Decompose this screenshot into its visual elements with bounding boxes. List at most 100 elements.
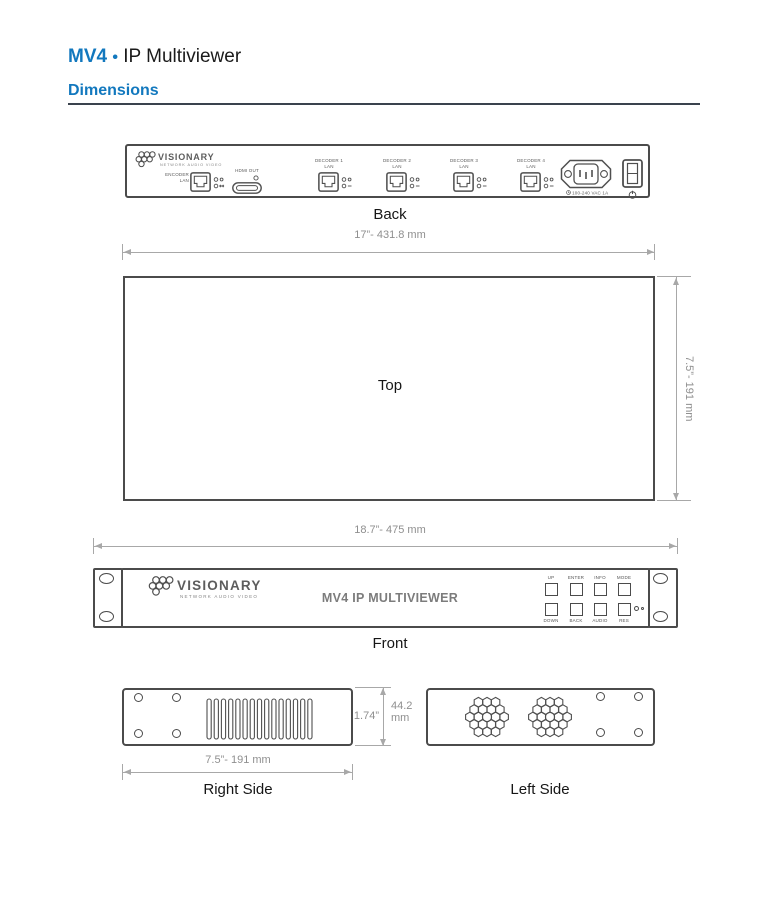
decoder4-label: DECODER 4 LAN bbox=[516, 158, 546, 169]
button-label-back: BACK bbox=[569, 618, 583, 623]
product-name: MV4 bbox=[68, 46, 108, 67]
button-label-mode: MODE bbox=[616, 575, 632, 580]
decoder1-label: DECODER 1 LAN bbox=[314, 158, 344, 169]
right-side-panel-drawing bbox=[122, 688, 353, 746]
button-label-up: UP bbox=[547, 575, 555, 580]
encoder-lan-label: ENCODER LAN bbox=[165, 172, 189, 183]
dimension-side-depth-text: 7.5”- 191 mm bbox=[205, 754, 271, 766]
dimension-arrow bbox=[673, 493, 679, 500]
dimension-arrow bbox=[673, 278, 679, 285]
visionary-logo-icon bbox=[148, 576, 174, 596]
dimension-line bbox=[676, 277, 677, 500]
audio-button bbox=[594, 603, 607, 616]
page-title: MV4 • IP Multiviewer bbox=[68, 46, 241, 68]
dimension-tick bbox=[352, 764, 353, 780]
visionary-logo-icon bbox=[135, 151, 156, 168]
decoder4-led-icons bbox=[543, 177, 554, 189]
mode-button bbox=[618, 583, 631, 596]
back-view-label: Back bbox=[373, 206, 407, 223]
button-label-enter: ENTER bbox=[567, 575, 585, 580]
dimension-height-in-text: 1.74” bbox=[353, 710, 379, 722]
power-rating-label: 100-240 VAC 1A bbox=[557, 190, 617, 196]
power-switch-icon bbox=[622, 159, 643, 188]
button-label-info: INFO bbox=[594, 575, 606, 580]
dimension-height-mm-text: 44.2 mm bbox=[391, 700, 413, 724]
encoder-led-icons bbox=[213, 177, 225, 189]
button-label-down: DOWN bbox=[543, 618, 559, 623]
top-view-label: Top bbox=[377, 377, 403, 394]
down-button bbox=[545, 603, 558, 616]
decoder3-rj45-port-icon bbox=[453, 172, 474, 192]
dimension-tick bbox=[654, 244, 655, 260]
dimension-line bbox=[123, 252, 654, 253]
back-panel-drawing: VISIONARY NETWORK AUDIO VIDEO ENCODER LA… bbox=[125, 144, 650, 199]
decoder2-label: DECODER 2 LAN bbox=[382, 158, 412, 169]
section-title: Dimensions bbox=[68, 82, 159, 99]
dimension-line bbox=[383, 688, 384, 746]
back-button bbox=[570, 603, 583, 616]
screw-hole bbox=[172, 729, 181, 738]
hdmi-connector-icon bbox=[232, 182, 262, 194]
decoder1-led-icons bbox=[341, 177, 352, 189]
dimension-tick bbox=[677, 538, 678, 554]
top-panel-drawing bbox=[123, 276, 655, 501]
screw-hole bbox=[172, 693, 181, 702]
dimension-line bbox=[123, 772, 352, 773]
front-panel-drawing bbox=[121, 568, 650, 628]
dimension-arrow bbox=[647, 249, 654, 255]
rack-ear-hole bbox=[99, 573, 114, 584]
title-bullet: • bbox=[112, 49, 118, 66]
dimension-arrow bbox=[124, 769, 131, 775]
screw-hole bbox=[596, 728, 605, 737]
dimension-tick bbox=[355, 745, 391, 746]
decoder2-rj45-port-icon bbox=[386, 172, 407, 192]
screw-hole bbox=[634, 692, 643, 701]
dimension-depth-text: 7.5”- 191 mm bbox=[683, 355, 695, 422]
brand-wordmark: VISIONARY bbox=[177, 578, 262, 593]
res-button bbox=[618, 603, 631, 616]
honeycomb-vent-icon bbox=[465, 696, 572, 738]
hdmi-out-label: HDMI OUT bbox=[235, 168, 259, 173]
screw-hole bbox=[634, 728, 643, 737]
decoder3-label: DECODER 3 LAN bbox=[449, 158, 479, 169]
section-divider bbox=[68, 103, 700, 105]
power-symbol-icon bbox=[628, 190, 637, 199]
dimension-arrow bbox=[669, 543, 676, 549]
rack-ear-hole bbox=[653, 573, 668, 584]
decoder4-rj45-port-icon bbox=[520, 172, 541, 192]
encoder-rj45-port-icon bbox=[190, 172, 211, 192]
dimension-front-width-text: 18.7”- 475 mm bbox=[354, 524, 426, 536]
front-led-icon bbox=[634, 606, 639, 611]
product-subtitle: IP Multiviewer bbox=[123, 46, 242, 67]
dimension-back-width-text: 17”- 431.8 mm bbox=[354, 229, 426, 241]
up-button bbox=[545, 583, 558, 596]
screw-hole bbox=[596, 692, 605, 701]
rack-ear-hole bbox=[99, 611, 114, 622]
power-rating-cert-icon bbox=[565, 190, 571, 195]
decoder1-rj45-port-icon bbox=[318, 172, 339, 192]
front-view-label: Front bbox=[372, 635, 408, 652]
dimension-tick bbox=[657, 276, 691, 277]
vent-slots-icon bbox=[206, 698, 313, 740]
enter-button bbox=[570, 583, 583, 596]
hdmi-led-icon bbox=[253, 175, 259, 181]
screw-hole bbox=[134, 693, 143, 702]
screw-hole bbox=[134, 729, 143, 738]
dimension-line bbox=[94, 546, 677, 547]
brand-tagline: NETWORK AUDIO VIDEO bbox=[160, 163, 223, 167]
dimension-tick bbox=[657, 500, 691, 501]
brand-wordmark: VISIONARY bbox=[158, 152, 215, 162]
model-title: MV4 IP MULTIVIEWER bbox=[321, 591, 459, 605]
front-led-icon bbox=[641, 607, 644, 610]
dimension-tick bbox=[355, 687, 391, 688]
dimension-arrow bbox=[380, 739, 386, 746]
rack-ear-hole bbox=[653, 611, 668, 622]
ac-power-inlet-icon bbox=[560, 159, 612, 189]
left-side-view-label: Left Side bbox=[510, 781, 570, 798]
right-side-view-label: Right Side bbox=[203, 781, 273, 798]
decoder3-led-icons bbox=[476, 177, 487, 189]
dimension-arrow bbox=[380, 688, 386, 695]
brand-tagline: NETWORK AUDIO VIDEO bbox=[180, 594, 259, 599]
left-side-panel-drawing bbox=[426, 688, 655, 746]
